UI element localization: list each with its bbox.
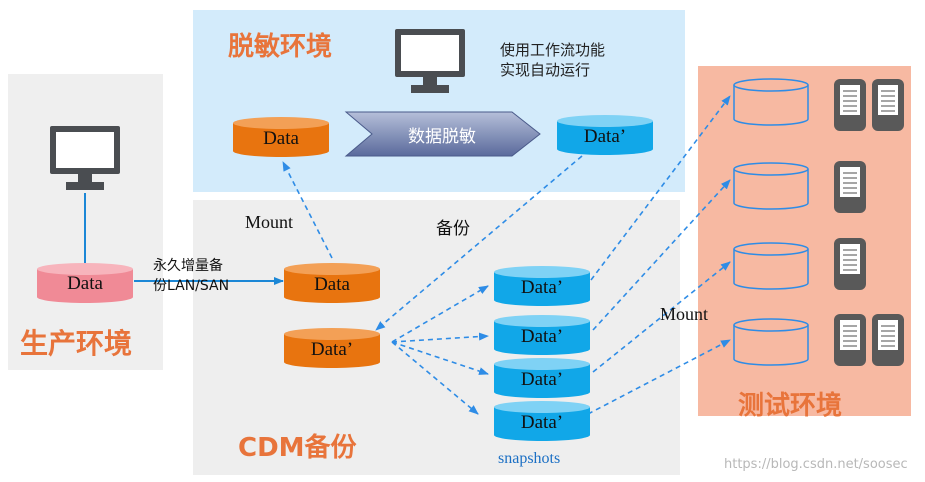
server-icon	[872, 314, 904, 366]
snapshot-arrow	[391, 341, 479, 415]
monitor-icon	[50, 126, 120, 190]
cdm-masked-database: Data’	[283, 327, 381, 369]
database-icon	[233, 117, 329, 157]
test-database-icon	[733, 162, 809, 210]
server-icon	[834, 314, 866, 366]
mount-arrow-test	[590, 95, 731, 281]
database-label: Data’	[520, 369, 564, 390]
server-icon	[834, 161, 866, 213]
desensitize-input-database: Data	[232, 116, 330, 158]
desensitize-zone-title: 脱敏环境	[228, 32, 333, 62]
server-icon	[834, 238, 866, 290]
database-label: Data’	[520, 412, 564, 433]
incremental-backup-label-line: 永久增量备	[153, 258, 223, 274]
mount-arrow-test	[592, 261, 731, 373]
mount-label-test: Mount	[660, 304, 709, 324]
database-icon	[494, 266, 590, 306]
process-arrow-shape	[344, 111, 541, 157]
test-zone-title: 测试环境	[738, 391, 843, 421]
database-label: Data’	[520, 326, 564, 347]
monitor-icon	[395, 29, 465, 93]
workflow-note-line: 使用工作流功能	[500, 41, 606, 59]
watermark: https://blog.csdn.net/soosec	[724, 457, 908, 472]
backup-label: 备份	[436, 219, 470, 239]
process-arrow-label: 数据脱敏	[408, 127, 476, 147]
incremental-backup-label: 永久增量备 份LAN/SAN	[153, 256, 229, 296]
production-zone-title: 生产环境	[20, 327, 133, 360]
workflow-note: 使用工作流功能 实现自动运行	[500, 40, 605, 80]
snapshot-arrow	[391, 332, 489, 343]
cdm-zone-title: CDM备份	[238, 433, 357, 463]
database-icon	[37, 263, 133, 303]
database-icon	[284, 263, 380, 303]
cdm-database: Data	[283, 262, 381, 304]
production-database: Data	[36, 262, 134, 304]
database-icon	[284, 328, 380, 368]
test-database-icon	[733, 242, 809, 290]
snapshot-database: Data’	[493, 400, 591, 442]
incremental-backup-label-line: 份LAN/SAN	[153, 278, 230, 294]
database-icon	[494, 358, 590, 398]
database-label: Data’	[310, 339, 354, 360]
snapshots-label: snapshots	[498, 450, 561, 467]
database-label: Data’	[583, 126, 627, 147]
database-label: Data	[263, 128, 299, 149]
snapshot-arrow	[391, 285, 489, 343]
mount-arrow-test	[587, 339, 731, 415]
database-icon	[557, 115, 653, 155]
workflow-note-line: 实现自动运行	[500, 61, 591, 79]
mount-arrow-top	[282, 161, 333, 259]
database-icon	[494, 401, 590, 441]
database-icon	[494, 315, 590, 355]
test-database-icon	[733, 78, 809, 126]
cdm-backup-zone	[193, 200, 680, 475]
database-label: Data	[314, 274, 350, 295]
test-database-icon	[733, 318, 809, 366]
snapshot-database: Data’	[493, 265, 591, 307]
server-icon	[872, 79, 904, 131]
snapshot-database: Data’	[493, 314, 591, 356]
mount-arrow-test	[592, 179, 731, 331]
snapshot-database: Data’	[493, 357, 591, 399]
database-label: Data’	[520, 277, 564, 298]
snapshot-arrow	[391, 341, 489, 375]
server-icon	[834, 79, 866, 131]
database-label: Data	[67, 273, 103, 294]
desensitize-output-database: Data’	[556, 114, 654, 156]
mount-label-top: Mount	[245, 212, 294, 232]
